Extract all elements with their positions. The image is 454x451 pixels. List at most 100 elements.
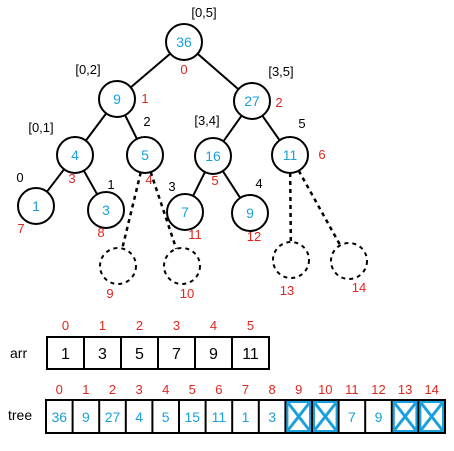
tree-node: 27 2 [3,5] — [233, 64, 294, 120]
tree-node-circle — [99, 247, 137, 285]
tree-node-circle — [271, 136, 309, 174]
tree-node: 9 12 4 — [231, 176, 269, 244]
tree-node-range: 5 — [298, 116, 305, 131]
tree-node-index: 9 — [106, 286, 113, 301]
tree-edge — [261, 115, 281, 141]
tree-node-index: 12 — [247, 229, 261, 244]
tree-edge — [297, 170, 342, 246]
tree-edge — [130, 52, 171, 89]
tree-node-range: [0,1] — [28, 120, 53, 135]
arr-label: arr — [10, 345, 27, 361]
tree-node-value: 11 — [283, 147, 298, 163]
tree-edge — [85, 112, 107, 142]
tree-edge — [222, 115, 243, 142]
tree-edge — [192, 171, 206, 197]
tree-array-cell-index: 5 — [189, 382, 196, 397]
tree-array-cell-value: 7 — [348, 409, 356, 425]
tree-node: 10 — [163, 247, 201, 301]
tree-array-label: tree — [8, 407, 32, 423]
tree-node-circle — [87, 191, 125, 229]
tree-node-index: 5 — [211, 173, 218, 188]
tree-array-cell-value: 5 — [162, 409, 170, 425]
tree-array-cell-index: 1 — [82, 382, 89, 397]
arr-cell-index: 3 — [173, 318, 180, 333]
tree-array-cell-index: 12 — [371, 382, 385, 397]
tree-node-circle — [231, 194, 269, 232]
arr-cell-index: 0 — [62, 318, 69, 333]
tree-array-cell-value: 9 — [82, 409, 90, 425]
tree-node-value: 9 — [246, 205, 254, 221]
tree-node-index: 0 — [180, 62, 187, 77]
tree-node: 5 4 2 — [126, 114, 164, 187]
tree-node-index: 2 — [275, 95, 282, 110]
tree-node-circle — [166, 193, 204, 231]
arr-cell-value: 11 — [242, 346, 259, 363]
arr-cell-value: 1 — [61, 346, 70, 363]
tree-array-cell-index: 3 — [135, 382, 142, 397]
tree-edge — [124, 114, 138, 140]
tree-node-value: 9 — [113, 91, 121, 107]
tree-node-range: [0,2] — [75, 62, 100, 77]
arr-cell-index: 2 — [136, 318, 143, 333]
tree-node-index: 13 — [280, 283, 294, 298]
tree-node: 360[0,5] — [165, 5, 217, 77]
tree-node-value: 5 — [141, 147, 149, 163]
tree-node: 165[3,4] — [194, 113, 232, 188]
tree-node-circle — [194, 137, 232, 175]
tree-node: 14 — [330, 242, 368, 295]
tree-node: 9 1 [0,2] — [75, 62, 149, 118]
tree-node-circle — [272, 241, 310, 279]
tree-node-value: 27 — [244, 93, 260, 109]
tree-node-value: 7 — [181, 204, 189, 220]
tree-node: 9 — [99, 247, 137, 301]
tree-array-cell-value: 4 — [135, 409, 143, 425]
tree-array-cell-value: 11 — [212, 409, 227, 425]
tree-node-index: 14 — [352, 280, 366, 295]
tree-node-value: 36 — [176, 34, 192, 50]
arr-cell-index: 1 — [99, 318, 106, 333]
tree-node-range: 4 — [255, 176, 262, 191]
tree-array-cell-index: 14 — [424, 382, 438, 397]
tree-edges — [46, 52, 342, 250]
tree-array-cell-index: 2 — [109, 382, 116, 397]
empty-cell-cross-icon — [286, 401, 312, 432]
tree-array-cell-index: 13 — [398, 382, 412, 397]
tree-edge — [288, 172, 293, 243]
empty-cell-cross-icon — [312, 401, 338, 432]
tree-array-cell-index: 4 — [162, 382, 169, 397]
tree-edge — [149, 171, 178, 250]
tree-node-range: 2 — [143, 114, 150, 129]
tree-node-circle — [330, 242, 368, 280]
arr-cell-value: 3 — [98, 346, 107, 363]
tree-node-range: 3 — [168, 179, 175, 194]
tree-array-cell-index: 6 — [215, 382, 222, 397]
tree-node-circle — [17, 187, 55, 225]
empty-cell-cross-icon — [419, 401, 445, 432]
tree-node-value: 1 — [32, 198, 40, 214]
tree-array-cell-value: 36 — [52, 409, 68, 425]
arr-cell-value: 5 — [135, 346, 144, 363]
tree-node-range: 1 — [107, 177, 114, 192]
tree-node-index: 4 — [145, 172, 152, 187]
tree-node-range: [3,5] — [268, 64, 293, 79]
tree-array-cell-index: 11 — [345, 382, 359, 397]
tree-node-index: 1 — [141, 91, 148, 106]
tree-node-circle — [98, 80, 136, 118]
tree-array-cell-index: 7 — [242, 382, 249, 397]
tree-node-circle — [126, 136, 164, 174]
tree-node-index: 10 — [180, 286, 194, 301]
tree-node-index: 7 — [17, 221, 24, 236]
tree-array-cell-value: 9 — [375, 409, 383, 425]
tree-edge — [46, 168, 65, 193]
tree-array-cell-value: 3 — [268, 409, 276, 425]
tree-edge — [221, 170, 242, 199]
tree-array-cell-index: 0 — [56, 382, 63, 397]
tree-node-circle — [165, 23, 203, 61]
tree-node-circle — [233, 82, 271, 120]
tree-node-value: 3 — [102, 202, 110, 218]
tree-edge — [121, 172, 142, 249]
